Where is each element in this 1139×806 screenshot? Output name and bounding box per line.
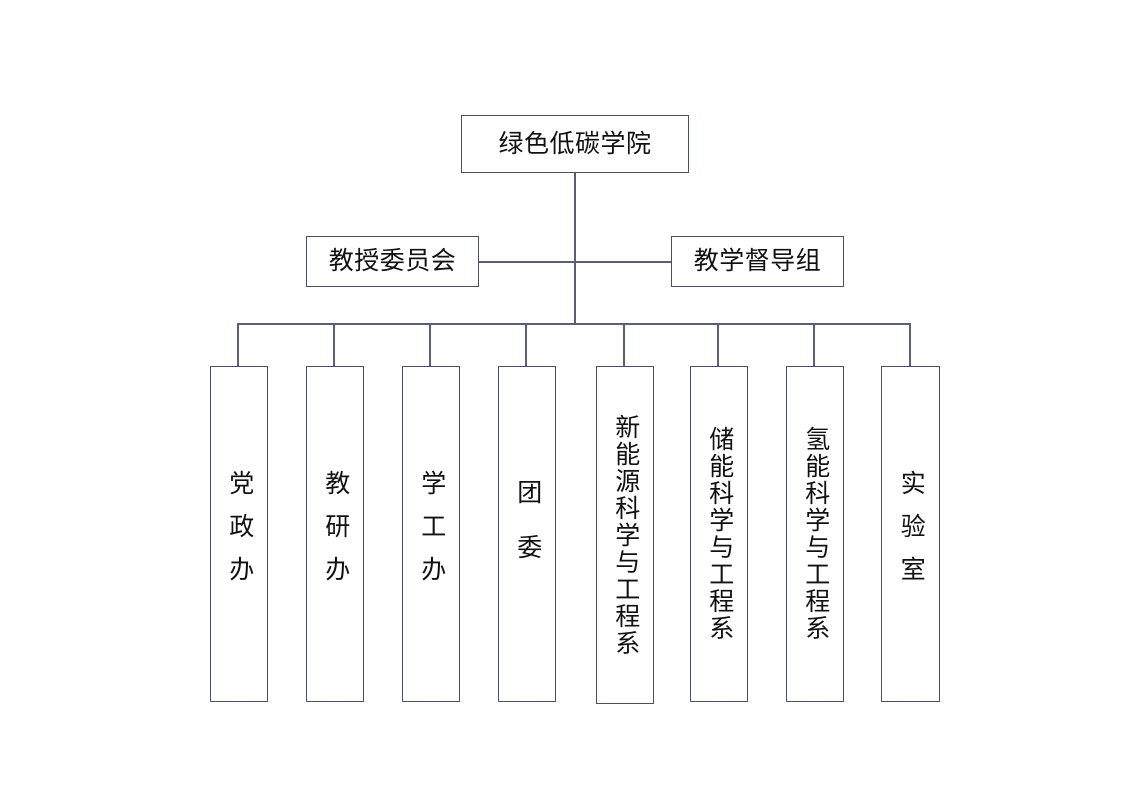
org-node-unit-3-label: 学工办 bbox=[417, 469, 446, 599]
connector-distribution-bus bbox=[237, 323, 911, 325]
org-node-unit-1-label: 党政办 bbox=[225, 469, 254, 599]
connector-drop-5 bbox=[623, 323, 625, 366]
org-node-unit-7[interactable]: 氢能科学与工程系 bbox=[786, 366, 844, 702]
connector-drop-2 bbox=[333, 323, 335, 366]
connector-drop-4 bbox=[525, 323, 527, 366]
org-node-unit-2-label: 教研办 bbox=[321, 469, 350, 599]
connector-committees-to-bus bbox=[574, 261, 576, 324]
org-node-unit-7-label: 氢能科学与工程系 bbox=[801, 426, 830, 642]
org-node-unit-1[interactable]: 党政办 bbox=[210, 366, 268, 702]
org-node-unit-3[interactable]: 学工办 bbox=[402, 366, 460, 702]
org-node-committee-right-label: 教学督导组 bbox=[693, 247, 822, 275]
org-node-unit-8[interactable]: 实验室 bbox=[881, 366, 940, 702]
org-node-root[interactable]: 绿色低碳学院 bbox=[461, 115, 689, 173]
org-node-unit-6-label: 储能科学与工程系 bbox=[705, 426, 734, 642]
org-node-committee-left[interactable]: 教授委员会 bbox=[306, 236, 479, 287]
connector-root-to-committees bbox=[574, 173, 576, 261]
org-node-unit-6[interactable]: 储能科学与工程系 bbox=[690, 366, 748, 702]
org-node-unit-4-label: 团委 bbox=[513, 479, 542, 589]
connector-drop-6 bbox=[717, 323, 719, 366]
org-node-unit-8-label: 实验室 bbox=[897, 469, 926, 599]
org-node-unit-5-label: 新能源科学与工程系 bbox=[611, 413, 640, 657]
connector-drop-8 bbox=[909, 323, 911, 366]
org-node-unit-2[interactable]: 教研办 bbox=[306, 366, 364, 702]
org-node-unit-4[interactable]: 团委 bbox=[498, 366, 556, 702]
connector-drop-7 bbox=[813, 323, 815, 366]
org-node-root-label: 绿色低碳学院 bbox=[498, 129, 652, 158]
org-node-unit-5[interactable]: 新能源科学与工程系 bbox=[596, 366, 654, 704]
connector-drop-3 bbox=[429, 323, 431, 366]
connector-drop-1 bbox=[237, 323, 239, 366]
org-node-committee-left-label: 教授委员会 bbox=[328, 247, 457, 275]
org-node-committee-right[interactable]: 教学督导组 bbox=[671, 236, 844, 287]
